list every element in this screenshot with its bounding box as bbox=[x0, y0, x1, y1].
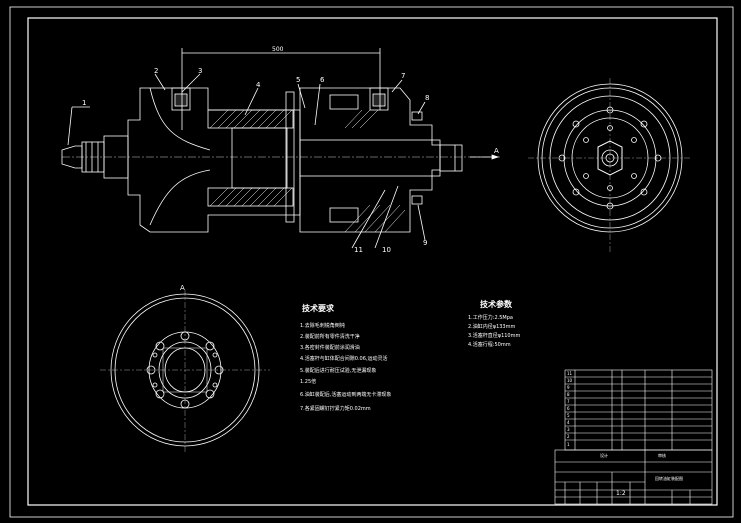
parts-row-num: 7 bbox=[567, 399, 570, 404]
parts-row-num: 4 bbox=[567, 420, 570, 425]
parts-row-num: 3 bbox=[567, 427, 570, 432]
tech-param-item: 1.工作压力:2.5Mpa bbox=[468, 314, 513, 321]
drawing-scale: 1:2 bbox=[616, 490, 626, 497]
technical-requirements: 技术要求 1.去除毛刺锐角倒钝 2.装配前所有零件清洗干净 3.各密封件装配前涂… bbox=[300, 303, 391, 412]
part-label-11: 11 bbox=[354, 246, 363, 254]
parts-row-num: 1 bbox=[567, 442, 570, 447]
parts-row-num: 10 bbox=[567, 378, 573, 383]
checker-label: 审核 bbox=[658, 452, 666, 458]
a-view-label: A bbox=[180, 284, 185, 292]
parts-row-num: 5 bbox=[567, 413, 570, 418]
designer-label: 设计 bbox=[600, 452, 608, 458]
tech-req-item: 5.装配后进行耐压试验,无泄漏现象 bbox=[300, 367, 376, 374]
section-arrow-label: A bbox=[494, 147, 499, 155]
tech-req-item: 2.装配前所有零件清洗干净 bbox=[300, 333, 360, 340]
tech-req-item: 1.去除毛刺锐角倒钝 bbox=[300, 322, 345, 329]
main-section-view bbox=[61, 48, 500, 249]
tech-req-item: 3.各密封件装配前涂润滑油 bbox=[300, 344, 360, 351]
part-label-5: 5 bbox=[296, 76, 300, 84]
a-direction-view bbox=[100, 290, 270, 452]
tech-param-item: 2.油缸内径φ133mm bbox=[468, 323, 515, 330]
tech-req-item: 7.各紧固螺钉拧紧力矩0.02mm bbox=[300, 405, 371, 412]
tech-param-item: 4.活塞行程:50mm bbox=[468, 341, 511, 348]
inner-frame bbox=[27, 17, 718, 506]
tech-req-title: 技术要求 bbox=[302, 303, 335, 313]
drawing-name: 回转油缸装配图 bbox=[655, 475, 683, 481]
parts-row-num: 8 bbox=[567, 392, 570, 397]
part-label-6: 6 bbox=[320, 76, 325, 84]
part-label-9: 9 bbox=[423, 239, 427, 247]
part-label-10: 10 bbox=[382, 246, 391, 254]
tech-req-item: 4.活塞杆与缸体配合间隙0.06,运动灵活 bbox=[300, 355, 388, 362]
tech-req-item: 6.油缸装配后,活塞运动到两端无卡滞现象 bbox=[300, 391, 391, 398]
outer-frame bbox=[9, 6, 734, 518]
tech-req-item: 1.25倍 bbox=[300, 378, 316, 385]
parts-list-rows: 11 10 9 8 7 6 5 4 3 2 1 bbox=[567, 371, 573, 447]
title-block bbox=[554, 369, 713, 505]
technical-parameters: 技术参数 1.工作压力:2.5Mpa 2.油缸内径φ133mm 3.活塞杆直径φ… bbox=[468, 299, 520, 348]
part-label-2: 2 bbox=[154, 67, 158, 75]
part-label-4: 4 bbox=[256, 81, 261, 89]
parts-row-num: 11 bbox=[567, 371, 573, 376]
parts-row-num: 2 bbox=[567, 434, 570, 439]
part-label-3: 3 bbox=[198, 67, 202, 75]
tech-param-title: 技术参数 bbox=[480, 299, 513, 309]
parts-row-num: 9 bbox=[567, 385, 570, 390]
tech-param-item: 3.活塞杆直径φ110mm bbox=[468, 332, 520, 339]
right-end-view bbox=[528, 78, 690, 252]
top-dimension: 500 bbox=[272, 46, 284, 53]
parts-row-num: 6 bbox=[567, 406, 570, 411]
part-label-1: 1 bbox=[82, 99, 86, 107]
part-label-7: 7 bbox=[401, 72, 405, 80]
part-label-8: 8 bbox=[425, 94, 429, 102]
